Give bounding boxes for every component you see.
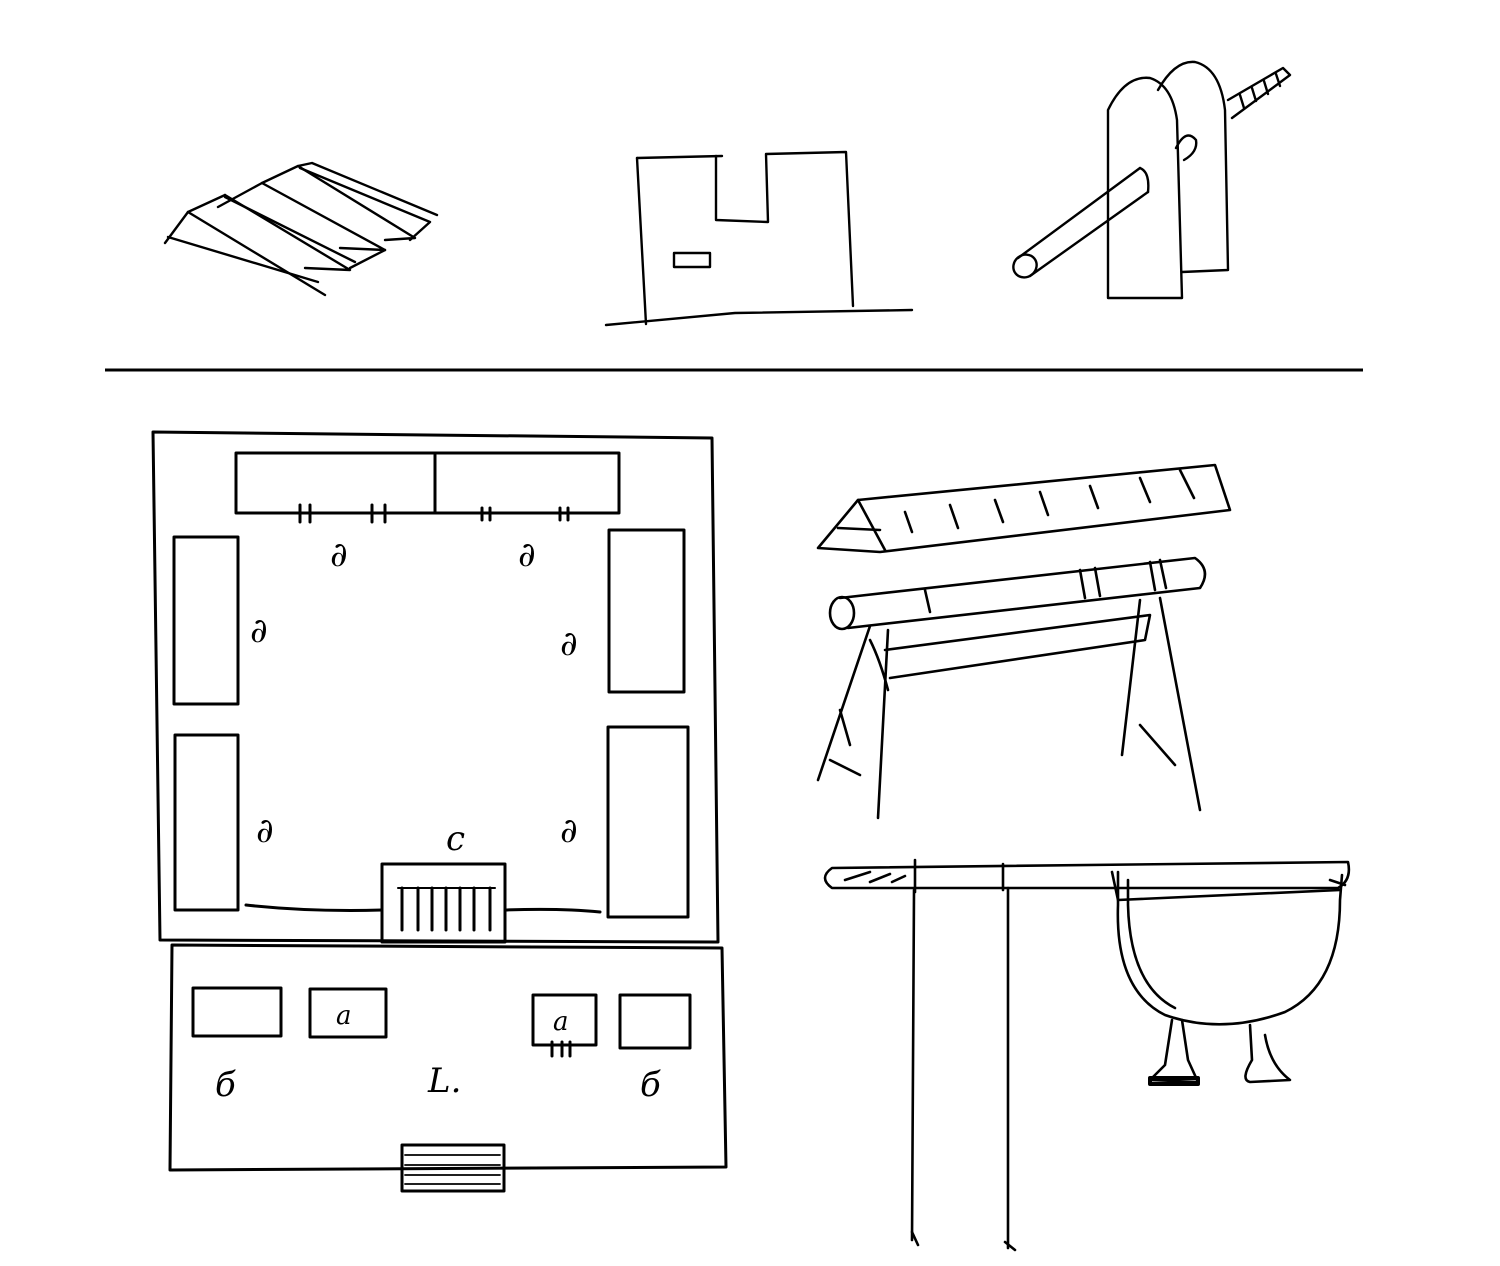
label-room-top-right: ∂ [518,535,536,575]
beam-kettle-drawing [823,858,1351,1252]
courtyard-floor-plan [151,430,728,1193]
label-room-left-lower: ∂ [256,811,274,851]
wheel-press-drawing [1012,60,1292,300]
label-room-front-center: a [336,1001,352,1031]
label-room-left-upper: ∂ [250,611,268,651]
stepped-slats-drawing [163,161,439,297]
label-court-front: L. [427,1061,461,1101]
label-wing-right: б [640,1065,661,1105]
slotted-block-drawing [604,150,914,327]
label-wing-left: б [215,1065,236,1105]
label-room-right-lower: ∂ [560,811,578,851]
label-gate-inner: c [446,819,465,859]
label-room-front-right: a [553,1007,569,1037]
label-room-right-upper: ∂ [560,624,578,664]
sawhorse-roller-drawing [816,463,1232,820]
label-room-top-left: ∂ [330,535,348,575]
